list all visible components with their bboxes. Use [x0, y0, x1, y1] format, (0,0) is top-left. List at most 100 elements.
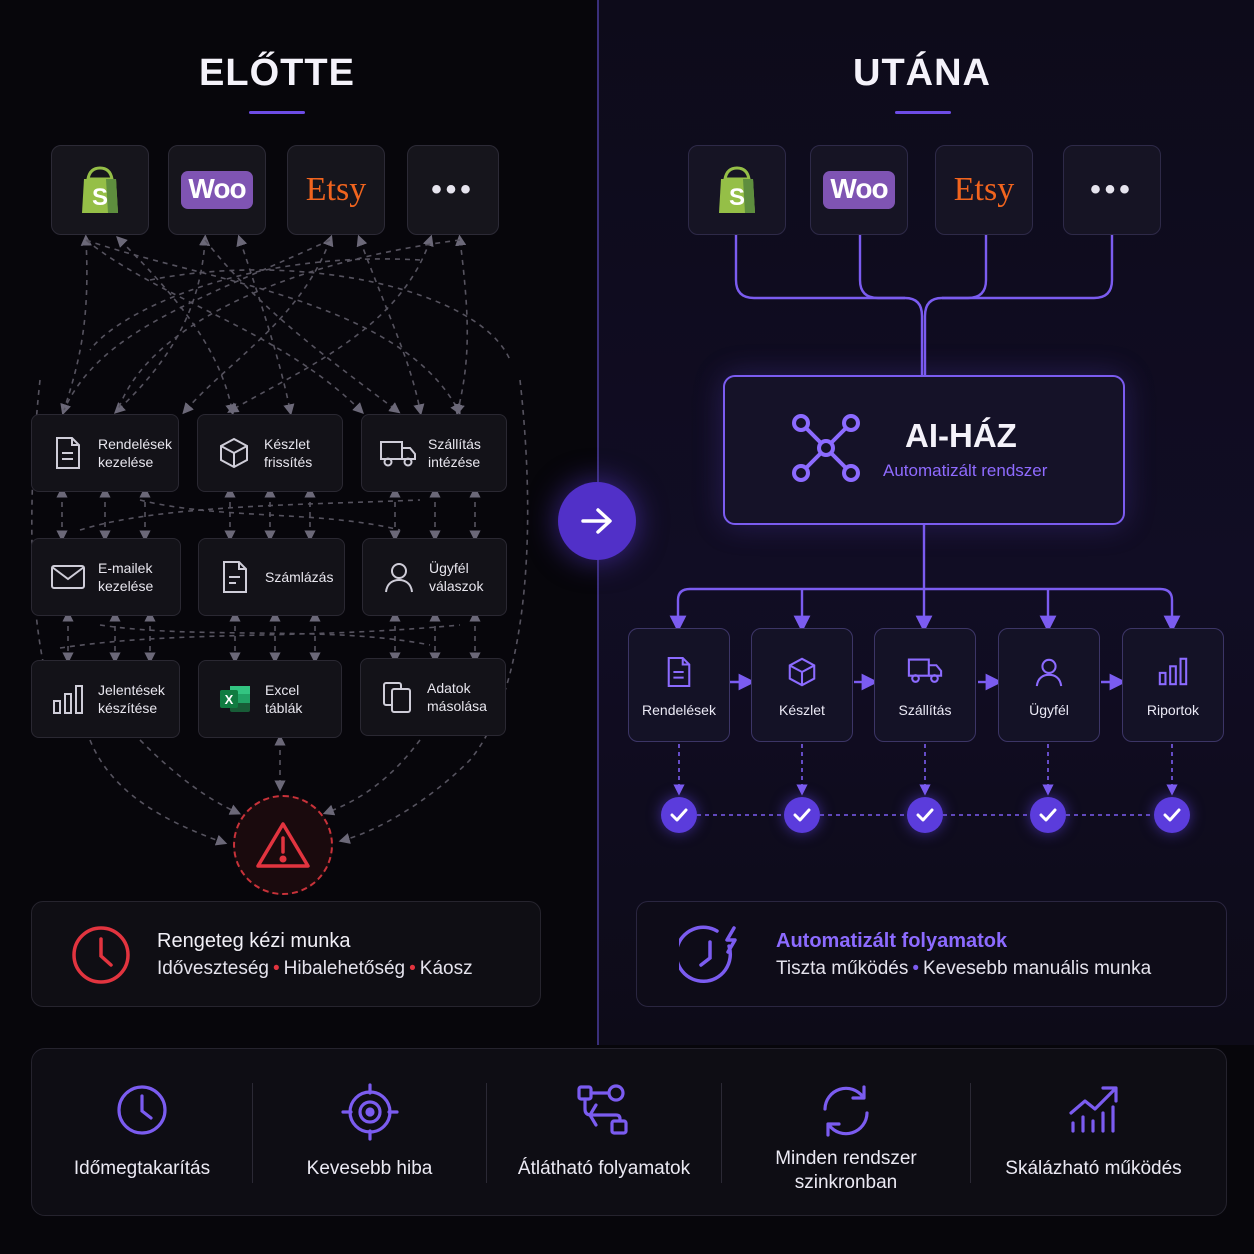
benefit-label: Időmegtakarítás: [73, 1158, 211, 1179]
box-icon: [788, 657, 816, 687]
stage-label: Szállítás: [898, 702, 952, 718]
growth-chart-icon: [1068, 1086, 1118, 1133]
platform-etsy-after: Etsy: [935, 145, 1033, 235]
benefit-time-saving: Időmegtakarítás: [32, 1049, 252, 1215]
arrow-right-icon: [581, 508, 612, 534]
platform-etsy: Etsy: [287, 145, 385, 235]
summary-item: Káosz: [419, 958, 473, 979]
task-label: Számlázás: [265, 569, 334, 585]
clock-icon: [72, 926, 130, 984]
ai-hub: AI-HÁZ Automatizált rendszer: [723, 375, 1125, 525]
platform-woo-after: Woo: [810, 145, 908, 235]
stage-reports: Riportok: [1122, 628, 1224, 742]
task-label: Készlet frissítés: [264, 436, 313, 470]
task-label: Adatok másolása: [427, 680, 487, 714]
check-icon: [670, 808, 688, 822]
stage-orders: Rendelések: [628, 628, 730, 742]
check-icon: [793, 808, 811, 822]
benefit-systems-in-sync: Minden rendszer szinkronban: [722, 1049, 970, 1215]
svg-text:S: S: [729, 184, 745, 211]
stage-shipping: Szállítás: [874, 628, 976, 742]
before-title-underline: [249, 111, 305, 114]
shopify-icon: S: [719, 166, 755, 213]
summary-item: Kevesebb manuális munka: [923, 958, 1152, 979]
copy-icon: [383, 682, 411, 713]
check-shipping: [907, 797, 943, 833]
next-arrow-button[interactable]: [558, 482, 636, 560]
task-inventory: Készlet frissítés: [197, 414, 343, 492]
task-invoicing: Számlázás: [198, 538, 345, 616]
box-icon: [220, 437, 248, 469]
check-customer: [1030, 797, 1066, 833]
more-icon: •••: [1090, 173, 1134, 206]
bar-chart-icon: [1158, 657, 1188, 686]
platform-shopify-after: S: [688, 145, 786, 235]
benefit-fewer-errors: Kevesebb hiba: [253, 1049, 486, 1215]
task-customer-replies: Ügyfél válaszok: [362, 538, 507, 616]
chaos-warning: [233, 795, 333, 895]
task-excel: X Excel táblák: [198, 660, 342, 738]
benefit-label: Skálázható működés: [1005, 1158, 1182, 1179]
sync-icon: [823, 1085, 869, 1137]
summary-item: Tiszta működés: [776, 958, 909, 979]
task-orders: Rendelések kezelése: [31, 414, 179, 492]
check-icon: [916, 808, 934, 822]
stage-label: Riportok: [1146, 702, 1200, 718]
after-summary: Automatizált folyamatok Tiszta működés•K…: [636, 901, 1227, 1007]
task-label: E-mailek kezelése: [98, 560, 154, 594]
task-emails: E-mailek kezelése: [31, 538, 181, 616]
benefit-label: Átlátható folyamatok: [517, 1158, 691, 1179]
stage-label: Készlet: [779, 702, 825, 718]
user-icon: [385, 563, 413, 593]
summary-item: Időveszteség: [157, 958, 269, 979]
task-data-copy: Adatok másolása: [360, 658, 506, 736]
before-summary-title: Rengeteg kézi munka: [157, 930, 351, 952]
check-icon: [1163, 808, 1181, 822]
after-summary-items: Tiszta működés•Kevesebb manuális munka: [776, 958, 1152, 979]
woo-logo: Woo: [823, 171, 895, 209]
before-title: ELŐTTE: [199, 52, 355, 94]
svg-text:S: S: [92, 184, 108, 211]
clock-lightning-icon: [679, 925, 737, 984]
etsy-logo: Etsy: [953, 171, 1015, 208]
task-reports: Jelentések készítése: [31, 660, 180, 738]
check-icon: [1039, 808, 1057, 822]
stage-customer: Ügyfél: [998, 628, 1100, 742]
benefit-scalable-operation: Skálázható működés: [971, 1049, 1216, 1215]
check-inventory: [784, 797, 820, 833]
check-orders: [661, 797, 697, 833]
task-label: Szállítás intézése: [428, 436, 481, 470]
document-icon: [56, 437, 80, 469]
etsy-logo: Etsy: [305, 171, 367, 208]
before-summary-items: Időveszteség•Hibalehetőség•Káosz: [157, 958, 473, 979]
warning-icon: [256, 822, 310, 868]
before-summary: Rengeteg kézi munka Időveszteség•Hibaleh…: [31, 901, 541, 1007]
document-icon: [667, 656, 691, 688]
benefits-bar: Időmegtakarítás Kevesebb hiba Átlátható …: [31, 1048, 1227, 1216]
invoice-icon: [223, 561, 247, 593]
after-title-underline: [895, 111, 951, 114]
task-label: Excel táblák: [265, 682, 303, 716]
task-label: Rendelések kezelése: [98, 436, 172, 470]
woo-logo: Woo: [181, 171, 253, 209]
after-summary-title: Automatizált folyamatok: [776, 930, 1008, 952]
benefit-label: Kevesebb hiba: [306, 1158, 433, 1179]
clock-icon: [117, 1085, 167, 1135]
stage-label: Ügyfél: [1029, 702, 1069, 718]
stage-label: Rendelések: [642, 702, 716, 718]
flow-icon: [577, 1084, 628, 1135]
truck-icon: [380, 441, 416, 467]
bar-chart-icon: [53, 685, 83, 714]
platform-more-after: •••: [1063, 145, 1161, 235]
benefit-label: Minden rendszer szinkronban: [775, 1148, 917, 1193]
stage-inventory: Készlet: [751, 628, 853, 742]
user-icon: [1035, 658, 1063, 687]
task-label: Jelentések készítése: [98, 682, 165, 716]
shopify-icon: S: [82, 166, 118, 213]
network-hub-icon: [792, 414, 860, 482]
truck-icon: [907, 658, 943, 683]
after-title: UTÁNA: [853, 52, 991, 94]
target-icon: [340, 1083, 399, 1141]
more-icon: •••: [431, 173, 475, 206]
platform-more: •••: [407, 145, 499, 235]
